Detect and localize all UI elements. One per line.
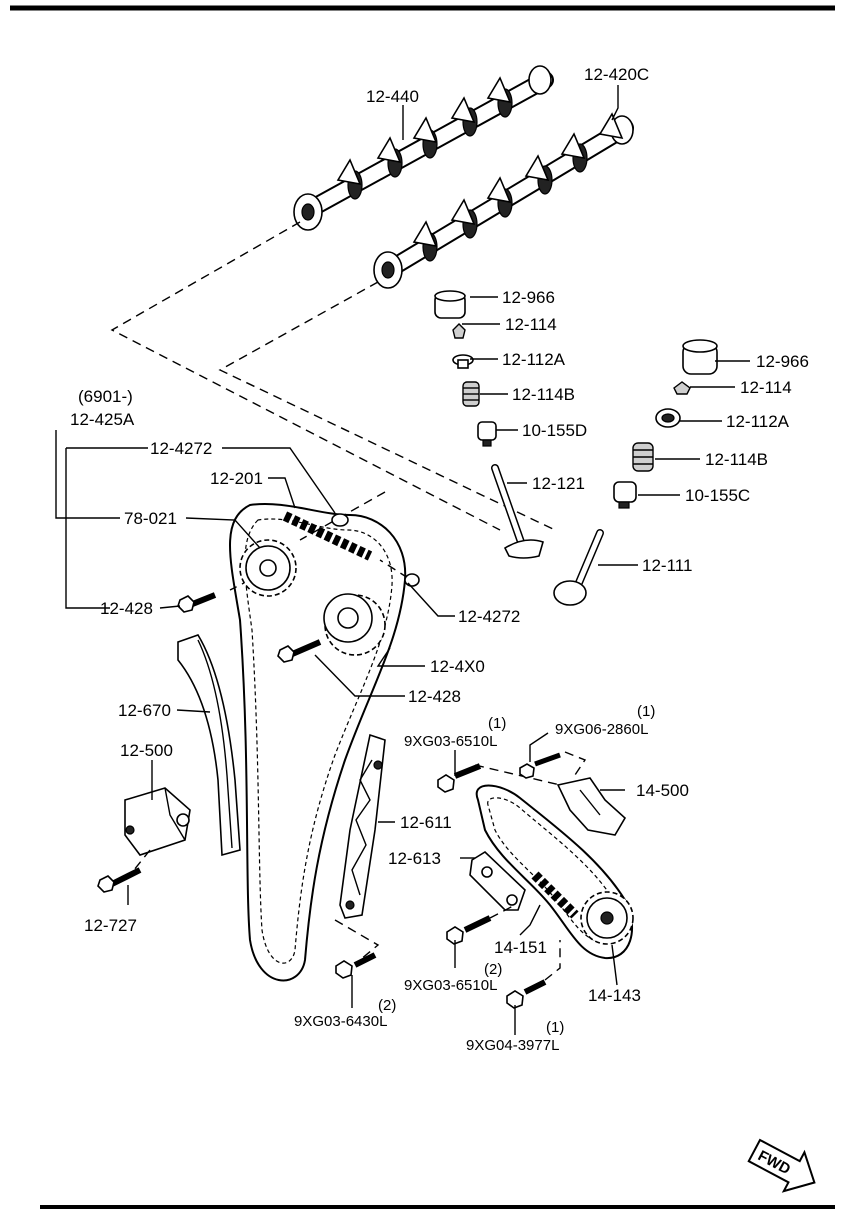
guide-dash (334, 919, 380, 961)
bolt-b-dash (564, 751, 587, 776)
label-12-420c: 12-420C (584, 65, 649, 84)
chain-guide-left (177, 634, 241, 857)
tensioner-dash (129, 849, 151, 876)
label-9xg03-6430l: 9XG03-6430L (294, 1013, 387, 1030)
label-12-500: 12-500 (120, 741, 173, 760)
label-bolt-a-qty: (1) (488, 715, 506, 732)
label-12-440: 12-440 (366, 87, 419, 106)
alignment-dash-1 (110, 221, 501, 531)
seat-b (655, 408, 681, 428)
label-9xg04-3977l: 9XG04-3977L (466, 1037, 559, 1054)
intake-valve (553, 529, 604, 606)
label-12-114-a: 12-114 (505, 315, 557, 334)
bolt-e-dash (544, 940, 561, 981)
label-bolt-e-qty: (1) (546, 1019, 564, 1036)
chain-guide-right (339, 733, 386, 919)
oil-pump-tensioner (469, 850, 526, 911)
label-12-4272-top: 12-4272 (150, 439, 212, 458)
bolt-e (506, 979, 547, 1009)
bolt-a (437, 763, 482, 793)
bolt-d (335, 952, 377, 979)
label-12-114-b: 12-114 (740, 378, 792, 397)
label-12-4272-right: 12-4272 (458, 607, 520, 626)
key-a (452, 323, 466, 339)
label-12-425a: 12-425A (70, 410, 135, 429)
bolt-c (446, 915, 492, 945)
washer-top (331, 513, 349, 527)
label-12-121: 12-121 (532, 474, 585, 493)
label-9xg03-6510l-a: 9XG03-6510L (404, 733, 497, 750)
spring-b (632, 442, 654, 472)
label-12-428-top: 12-428 (100, 599, 153, 618)
bolt-c-dash (489, 904, 516, 919)
label-9xg06-2860l: 9XG06-2860L (555, 721, 648, 738)
label-12-966-a: 12-966 (502, 288, 555, 307)
label-bolt-c-qty: (2) (484, 961, 502, 978)
label-9xg03-6510l-c: 9XG03-6510L (404, 977, 497, 994)
label-14-143: 14-143 (588, 986, 641, 1005)
label-serial-note: (6901-) (78, 387, 133, 406)
oil-pump-chain (475, 784, 634, 960)
tensioner-bolt (97, 867, 142, 893)
label-12-613: 12-613 (388, 849, 441, 868)
label-12-966-b: 12-966 (756, 352, 809, 371)
bolt-vvt (277, 639, 322, 663)
leader-lines (55, 85, 750, 1035)
label-bolt-b-qty: (1) (637, 703, 655, 720)
tappet-b (682, 339, 718, 375)
label-12-111: 12-111 (642, 556, 692, 575)
fwd-arrow-icon: FWD (747, 1138, 816, 1193)
seal-a (477, 421, 497, 447)
chain-links-top (282, 511, 373, 561)
alignment-dash-4 (379, 559, 409, 579)
label-12-201: 12-201 (210, 469, 263, 488)
label-12-112a-b: 12-112A (726, 412, 790, 431)
label-12-727: 12-727 (84, 916, 137, 935)
oil-pump-guide (556, 777, 627, 836)
exhaust-sprocket (239, 539, 297, 597)
label-12-114b-b: 12-114B (705, 450, 768, 469)
vvt-actuator (323, 593, 386, 656)
seal-b (613, 481, 637, 509)
exhaust-valve (491, 464, 544, 559)
label-12-428-vvt: 12-428 (408, 687, 461, 706)
seat-a (452, 354, 474, 369)
pump-chain-links (531, 871, 579, 919)
part-labels: 12-440 12-420C 12-966 12-114 12-112A 12-… (70, 65, 809, 1054)
key-b (673, 381, 691, 395)
label-14-500: 14-500 (636, 781, 689, 800)
bolt-top (177, 592, 217, 613)
label-12-670: 12-670 (118, 701, 171, 720)
label-12-112a-a: 12-112A (502, 350, 566, 369)
chain-tensioner (124, 787, 191, 856)
oil-pump-sprocket (580, 891, 634, 945)
label-78-021: 78-021 (124, 509, 177, 528)
label-12-114b-a: 12-114B (512, 385, 575, 404)
washer-right (404, 573, 420, 587)
pump-guide-dash (474, 764, 561, 786)
exhaust-camshaft (293, 65, 554, 231)
timing-chain-inner (244, 518, 393, 964)
tappet-a (434, 290, 466, 319)
spring-a (462, 381, 480, 407)
label-12-4x0: 12-4X0 (430, 657, 485, 676)
intake-camshaft (373, 112, 634, 289)
label-bolt-d-qty: (2) (378, 997, 396, 1014)
label-10-155d: 10-155D (522, 421, 587, 440)
bolt-b (519, 752, 561, 779)
label-12-611: 12-611 (400, 813, 452, 832)
timing-chain (229, 503, 407, 982)
label-14-151: 14-151 (494, 938, 547, 957)
alignment-dash-2 (218, 281, 556, 531)
label-10-155c: 10-155C (685, 486, 750, 505)
